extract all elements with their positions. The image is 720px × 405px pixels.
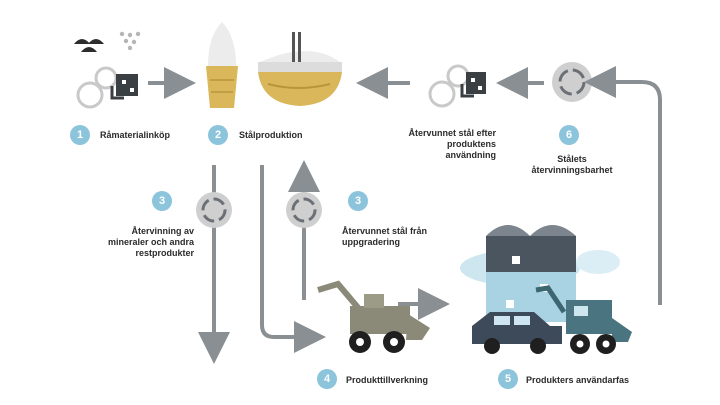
- recycle-icon: [196, 192, 232, 228]
- step-badge-1: 1: [70, 125, 90, 145]
- scrap-metal-icon: [76, 66, 138, 109]
- step-label-recyclability: Stålets återvinningsbarhet: [531, 154, 613, 175]
- ladle-icon: [258, 32, 342, 106]
- step-label-manufacturing: Produkttillverkning: [346, 375, 429, 385]
- recycle-icon: [552, 62, 592, 102]
- building-icon: [460, 225, 620, 322]
- label-recycled-after-use: Återvunnet stål efter produktens användn…: [408, 128, 496, 160]
- step-badge-3b: 3: [348, 191, 368, 211]
- arrow-to-manufacturing: [260, 165, 326, 353]
- scrap-metal-icon: [428, 64, 486, 108]
- return-arrow: [584, 66, 662, 305]
- step-label-use-phase: Produkters användarfas: [526, 375, 630, 385]
- car-icon: [472, 312, 562, 354]
- step-label-raw-material: Råmaterialinköp: [100, 130, 171, 140]
- step-badge-5: 5: [498, 369, 518, 389]
- excavator-icon: [317, 280, 430, 353]
- converter-icon: [206, 22, 238, 108]
- step-label-mineral-recycling: Återvinning av mineraler och andra restp…: [107, 226, 194, 258]
- step-label-steel-production: Stålproduktion: [239, 130, 303, 140]
- step-badge-6: 6: [559, 125, 579, 145]
- step-badge-2: 2: [208, 125, 228, 145]
- raw-material-pile-icon: [74, 31, 141, 52]
- recycle-icon: [286, 192, 322, 228]
- step-badge-4: 4: [317, 369, 337, 389]
- step-label-upgrade-steel: Återvunnet stål från uppgradering: [342, 226, 428, 247]
- step-badge-3a: 3: [152, 191, 172, 211]
- truck-icon: [535, 285, 632, 354]
